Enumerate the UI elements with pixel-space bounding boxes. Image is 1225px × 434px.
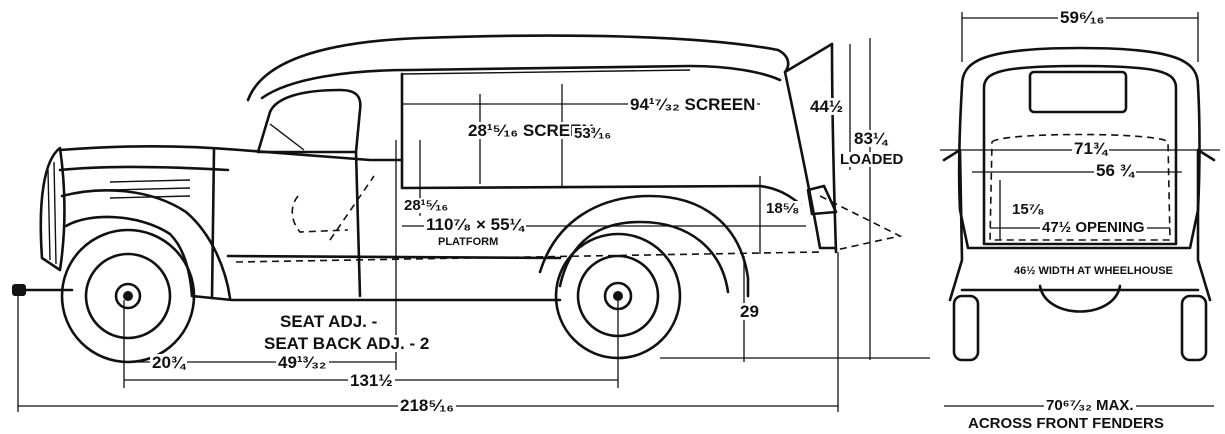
running-board [190, 294, 562, 302]
front-fender [60, 189, 232, 300]
overall-height-label: 83¼ [852, 129, 890, 148]
max-width-note: ACROSS FRONT FENDERS [968, 415, 1164, 432]
front-overhang-label: 20¾ [150, 353, 188, 372]
seat-to-axle-label: 49¹³⁄₃₂ [276, 353, 329, 372]
floor-line [235, 251, 821, 263]
roof-outline [246, 34, 834, 102]
hood-louver-1 [109, 179, 191, 183]
body-sill [226, 254, 562, 260]
opening-height-label: 15⁷⁄₈ [1010, 201, 1047, 218]
bumper-end [12, 284, 26, 296]
floor-width-label: 56 ¾ [1094, 161, 1136, 180]
rear-opening [989, 133, 1171, 241]
cab-door [210, 148, 362, 300]
top-width-label: 59⁶⁄₁₆ [1058, 8, 1107, 27]
grille-bar-1 [47, 169, 51, 261]
wheelhouse-width-label: 46½ WIDTH AT WHEELHOUSE [1012, 265, 1175, 277]
roof-inner-line [260, 64, 782, 100]
rear-fender-right [1196, 148, 1216, 302]
front-rim [84, 252, 172, 340]
rear-panel [783, 70, 836, 250]
seat-outline [291, 195, 349, 233]
rear-floor-height-label: 29 [738, 302, 761, 321]
rear-fender-left [942, 148, 964, 302]
floor-height-label: 18⁵⁄₈ [764, 200, 802, 217]
screen-height-label: 28¹⁵⁄₁₆ SCREEN [466, 121, 596, 140]
tailgate-open [819, 195, 903, 251]
front-hub [114, 282, 142, 310]
rear-tire-right [1180, 294, 1208, 362]
interior-height-label: 53³⁄₁₆ [572, 125, 614, 142]
rear-fender [538, 194, 750, 298]
overall-height-note: LOADED [838, 151, 906, 168]
overall-length-label: 218⁵⁄₁₆ [398, 396, 456, 415]
body-width-label: 71¾ [1072, 139, 1110, 158]
rear-bumper [806, 184, 838, 216]
door-height-label: 28¹⁵⁄₁₆ [402, 197, 451, 214]
seat-back [329, 175, 375, 241]
rear-roof [960, 46, 1200, 88]
wheelbase-label: 131½ [348, 371, 395, 390]
rear-door-edge [830, 42, 838, 254]
screen-length-label: 94¹⁷⁄₃₂ SCREEN [628, 95, 758, 114]
front-hub-cap [123, 291, 133, 301]
hood-louver-2 [109, 187, 191, 191]
differential [1038, 284, 1122, 313]
rear-fender-inner [558, 220, 730, 294]
seat-back-adj-label: SEAT BACK ADJ. - 2 [262, 334, 432, 353]
rear-view [940, 12, 1220, 407]
platform-label: PLATFORM [436, 236, 501, 248]
opening-width-label: 47½ OPENING [1040, 219, 1147, 236]
wiper [269, 123, 305, 151]
rear-tire-left [952, 294, 980, 362]
side-panel-top [401, 69, 691, 75]
grille [39, 146, 66, 272]
rear-window [1028, 70, 1128, 114]
hood [58, 144, 404, 162]
seat-adj-label: SEAT ADJ. - [278, 312, 380, 331]
rear-body [957, 84, 1201, 250]
cab-window [256, 88, 362, 154]
grille-bar-2 [53, 161, 57, 265]
rear-hub-cap [613, 291, 623, 301]
platform-size-label: 110⁷⁄₈ × 55¼ [424, 215, 526, 234]
rear-height-upper-label: 44½ [808, 97, 846, 116]
rear-door [982, 64, 1178, 246]
max-width-label: 70⁶⁷⁄₃₂ MAX. [1044, 397, 1136, 414]
hood-lower [58, 165, 230, 172]
